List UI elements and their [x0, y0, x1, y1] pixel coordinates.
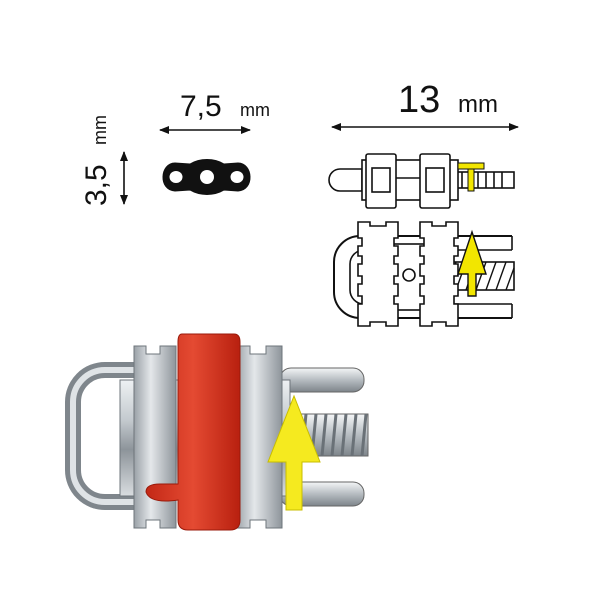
width-unit: mm — [240, 100, 270, 120]
width-value: 7,5 — [180, 90, 222, 123]
expander-photo — [65, 333, 369, 531]
height-unit: mm — [90, 115, 110, 145]
top-view-activation-arrow-icon — [457, 229, 487, 297]
length-value: 13 — [398, 79, 440, 121]
length-unit: mm — [458, 91, 498, 118]
top-view-drawing — [333, 221, 515, 327]
activation-arrow-icon — [267, 394, 321, 511]
length-dimension: 13 mm — [331, 79, 519, 131]
cross-section-profile — [162, 159, 251, 195]
height-value: 3,5 — [80, 164, 113, 206]
height-dimension: 3,5 mm — [80, 115, 128, 206]
side-view-drawing — [328, 153, 515, 209]
width-dimension: 7,5 mm — [159, 90, 270, 134]
red-safety-clip — [145, 333, 241, 531]
